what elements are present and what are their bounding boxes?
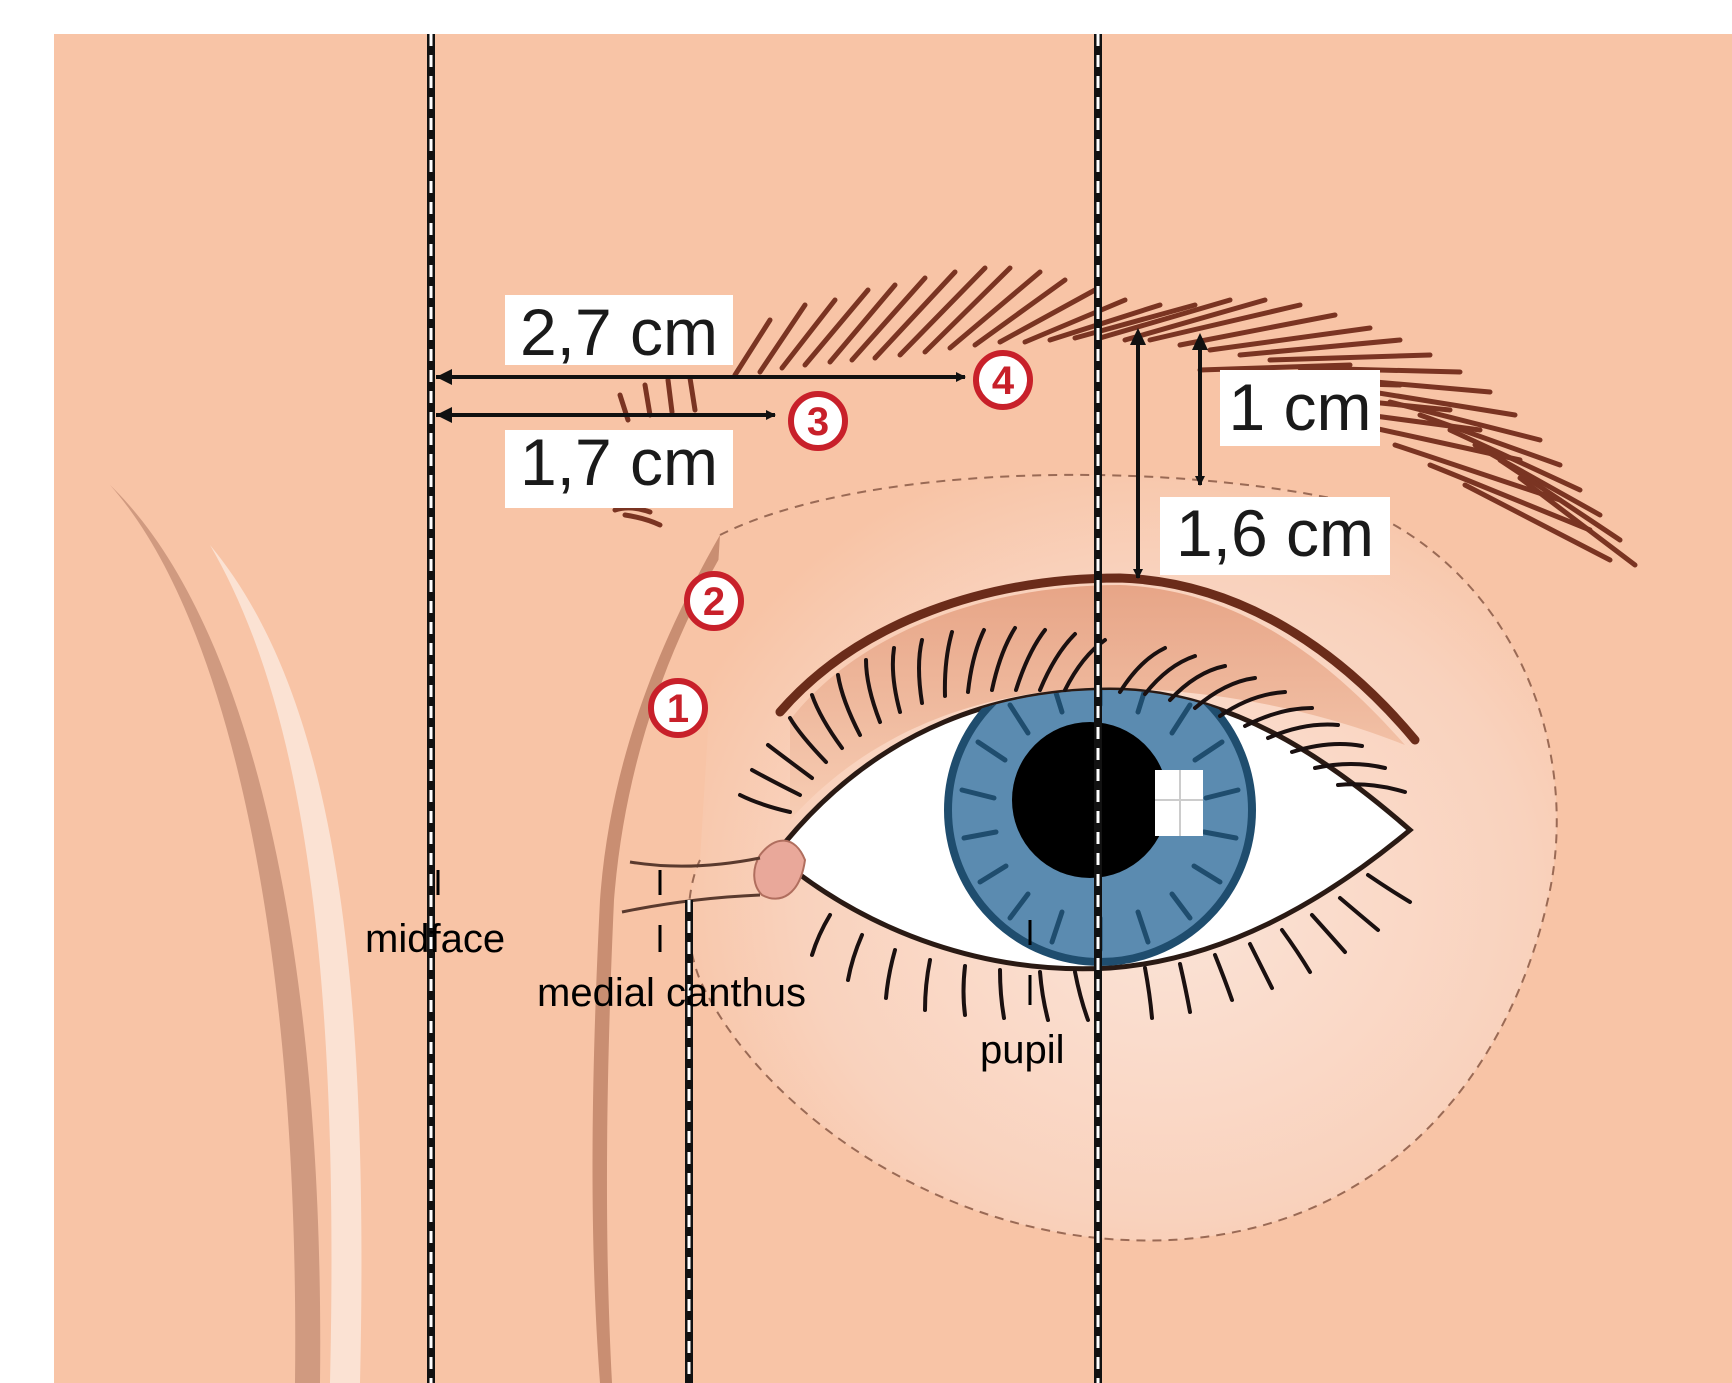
marker-3: 3: [791, 394, 845, 448]
svg-text:4: 4: [992, 359, 1015, 403]
measure-brow-medial: 1,7 cm: [520, 425, 718, 499]
measure-brow-to-lid: 1,6 cm: [1176, 496, 1374, 570]
measure-box-brow-to-fold: 1 cm: [1220, 370, 1380, 446]
pupil-disc: [1012, 722, 1168, 878]
svg-text:2: 2: [703, 580, 725, 624]
svg-text:3: 3: [807, 400, 829, 444]
measure-box-brow-medial: 1,7 cm: [505, 425, 733, 508]
label-midface: midface: [365, 917, 505, 961]
svg-text:1: 1: [667, 687, 689, 731]
marker-4: 4: [976, 353, 1030, 407]
measure-brow-peak: 2,7 cm: [520, 295, 718, 369]
measure-brow-to-fold: 1 cm: [1228, 370, 1371, 444]
measure-box-brow-peak: 2,7 cm: [505, 295, 733, 369]
marker-2: 2: [687, 574, 741, 628]
label-pupil: pupil: [980, 1028, 1065, 1072]
marker-1: 1: [651, 681, 705, 735]
measure-box-brow-to-lid: 1,6 cm: [1160, 496, 1390, 575]
label-medial-canthus: medial canthus: [537, 971, 806, 1015]
